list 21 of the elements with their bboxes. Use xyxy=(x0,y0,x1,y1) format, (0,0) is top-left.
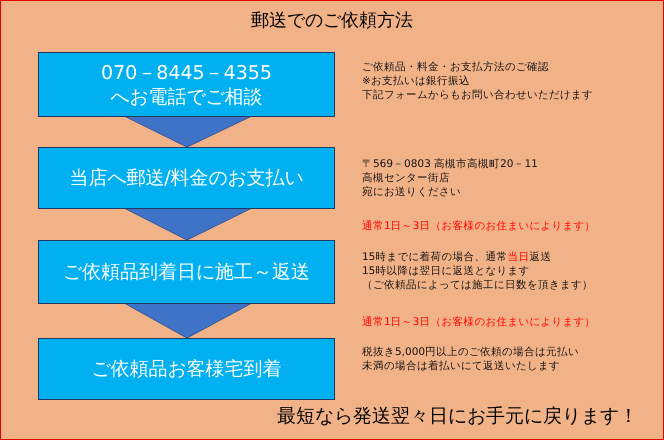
step-box: 当店へ郵送/料金のお支払い xyxy=(38,147,335,209)
note-text: 15時までに着荷の場合、通常当日返送 xyxy=(362,250,552,264)
note-text: 15時以降は翌日に返送となります xyxy=(362,264,530,278)
note-text: 高槻センター街店 xyxy=(362,171,450,185)
note-text: 下記フォームからもお問い合わせいただけます xyxy=(362,88,593,102)
note-text: ご依頼品・料金・お支払方法のご確認 xyxy=(362,60,549,74)
note-text: （ご依頼品によっては施工に日数を頂きます） xyxy=(362,278,593,292)
step-box: ご依頼品お客様宅到着 xyxy=(38,338,335,400)
note-text: 通常1日～3日（お客様のお住まいによります） xyxy=(362,315,596,329)
step-box: ご依頼品到着日に施工～返送 xyxy=(38,240,335,304)
step-box: 070－8445－4355 へお電話でご相談 xyxy=(38,52,335,117)
arrow xyxy=(124,208,252,240)
note-text: ※お支払いは銀行振込 xyxy=(362,74,470,88)
closing-text: 最短なら発送翌々日にお手元に戻ります！ xyxy=(277,404,638,429)
note-text: 〒569－0803 高槻市高槻町20－11 xyxy=(362,157,538,171)
title: 郵送でのご依頼方法 xyxy=(250,9,414,32)
note-text: 未満の場合は着払いにて返送いたします xyxy=(362,359,560,373)
arrow xyxy=(124,116,252,148)
note-text: 税抜き5,000円以上のご依頼の場合は元払い xyxy=(362,345,580,359)
note-text: 宛にお送りください xyxy=(362,185,461,199)
note-text: 通常1日～3日（お客様のお住まいによります） xyxy=(362,219,596,233)
